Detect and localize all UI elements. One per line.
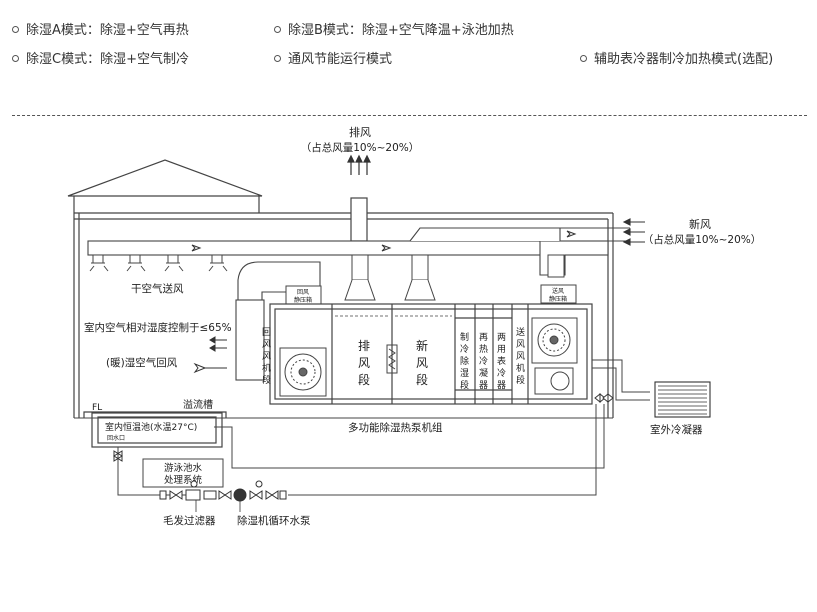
return-box-line1: 回风 (297, 289, 309, 296)
supply-label: 干空气送风 (131, 282, 184, 295)
section-supply-fan: 送 风 风 机 段 (516, 326, 528, 386)
unit-ducts (344, 254, 565, 301)
mode-a: 除湿A模式：除湿+空气再热 (12, 19, 189, 38)
return-fan-icon (279, 347, 327, 397)
supply-static-box (540, 284, 577, 304)
unit-label: 多功能除湿热泵机组 (348, 421, 443, 434)
section-dual-cond: 两 用 表 冷 器 (497, 332, 509, 391)
mode-c-label: 除湿C模式：除湿+空气制冷 (26, 52, 189, 67)
return-box-line2: 静压箱 (294, 296, 312, 304)
exhaust-damper-icon (386, 344, 398, 374)
mode-b: 除湿B模式：除湿+空气降温+泳池加热 (274, 19, 514, 38)
pool-label: 室内恒温池(水温27°C) (105, 421, 197, 433)
fresh-title: 新风 (689, 217, 711, 231)
supply-fan-icon (531, 317, 578, 395)
section-heat-cond: 再 热 冷 凝 器 (479, 332, 491, 391)
exhaust-ratio: （占总风量10%~20%） (301, 141, 419, 154)
supply-box-line1: 送风 (552, 287, 564, 295)
duct-flow-arrows-icon (191, 230, 577, 252)
pipe-components (159, 480, 287, 502)
mode-c: 除湿C模式：除湿+空气制冷 (12, 48, 189, 67)
treatment-line1: 游泳池水 (164, 462, 203, 474)
fresh-ratio: （占总风量10%~20%） (643, 233, 761, 246)
mode-aux-label: 辅助表冷器制冷加热模式(选配) (594, 52, 774, 67)
mode-a-label: 除湿A模式：除湿+空气再热 (26, 23, 189, 38)
refrigerant-lines (592, 359, 650, 401)
pool (74, 411, 613, 448)
dashed-divider (12, 115, 807, 116)
exhaust-arrows-icon (347, 154, 371, 175)
section-return-fan: 回 风 风 机 段 (262, 327, 274, 386)
section-exhaust: 排 风 段 (358, 339, 374, 387)
mode-b-label: 除湿B模式：除湿+空气降温+泳池加热 (288, 23, 514, 38)
water-piping (117, 404, 605, 496)
overflow-label: 溢流槽 (183, 398, 213, 411)
condenser-label: 室外冷凝器 (650, 423, 703, 436)
bullet-icon (12, 26, 19, 33)
supply-duct (87, 227, 609, 256)
return-air-label: (暖)湿空气回风 (106, 356, 178, 369)
mode-aux: 辅助表冷器制冷加热模式(选配) (580, 48, 773, 67)
bullet-icon (274, 55, 281, 62)
supply-box-line2: 静压箱 (549, 295, 567, 303)
mode-ventilation: 通风节能运行模式 (274, 48, 392, 67)
section-labels: 回 风 风 机 段 排 风 段 新 风 段 制 冷 除 湿 段 再 热 冷 凝 (262, 326, 528, 391)
valves-icon (113, 392, 614, 462)
exhaust-stack (350, 197, 368, 242)
exhaust-title: 排风 (349, 125, 371, 139)
fl-label: FL (92, 403, 102, 413)
fresh-arrows-icon (622, 218, 645, 246)
bullet-icon (12, 55, 19, 62)
bullet-icon (274, 26, 281, 33)
mode-ventilation-label: 通风节能运行模式 (288, 52, 393, 67)
pool-outlet-label: 回水口 (107, 434, 125, 442)
outdoor-condenser-icon (654, 381, 711, 418)
humidity-label: 室内空气相对湿度控制于≤65% (84, 321, 232, 334)
bullet-icon (580, 55, 587, 62)
return-air-arrows-icon (193, 336, 227, 374)
section-cool-dehum: 制 冷 除 湿 段 (460, 331, 472, 391)
section-fresh: 新 风 段 (416, 338, 432, 387)
pump-label: 除湿机循环水泵 (237, 514, 311, 527)
diffusers (89, 254, 228, 272)
filter-label: 毛发过滤器 (163, 514, 216, 527)
